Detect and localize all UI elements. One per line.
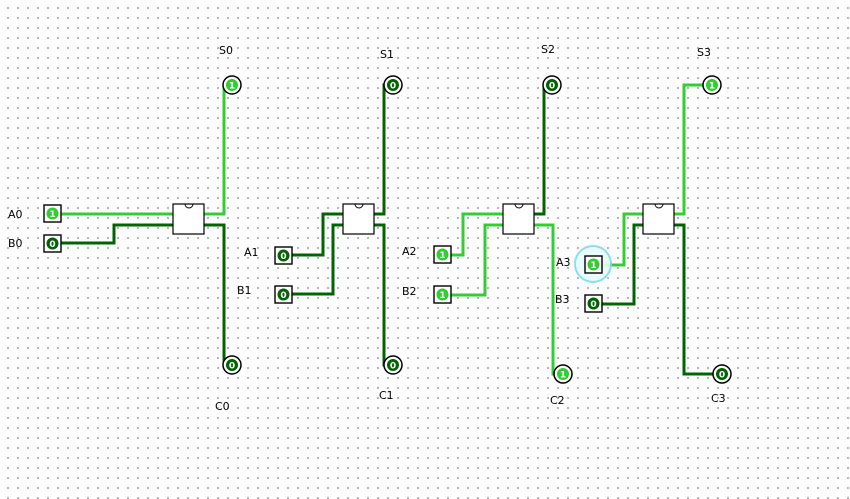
pin-label-b3: B3 [555,293,570,306]
pin-label-b0: B0 [8,237,23,250]
pin-value: 1 [49,210,55,220]
output-pin-c3[interactable]: 0 [712,364,732,384]
wire-s1[interactable] [374,83,393,216]
input-pin-a2[interactable]: 1 [433,245,452,264]
pin-label-c3: C3 [711,392,726,405]
pin-label-c1: C1 [379,389,394,402]
wire-b0[interactable] [61,223,173,245]
half-adder-gate-2[interactable] [502,203,535,235]
wire-c0[interactable] [204,223,232,367]
half-adder-gate-1[interactable] [342,203,375,235]
pin-value: 0 [49,240,55,250]
wire-b3[interactable] [602,223,643,306]
input-pin-a1[interactable]: 0 [274,246,293,265]
pin-value: 1 [709,82,715,92]
wire-c3[interactable] [674,223,722,376]
input-pin-b2[interactable]: 1 [433,285,452,304]
wire-s2[interactable] [534,83,552,216]
pin-label-s3: S3 [697,46,711,59]
stage-2: 1 A2 1 B2 0 S2 1 C2 [402,43,573,407]
stage-1: 0 A1 0 B1 0 S1 0 C1 [237,48,403,402]
output-pin-c0[interactable]: 0 [222,355,242,375]
input-pin-b1[interactable]: 0 [274,285,293,304]
output-pin-s3[interactable]: 1 [702,75,722,95]
pin-value: 0 [590,300,596,310]
stage-0: 1 A0 0 B0 1 S0 0 C0 [8,44,242,413]
pin-value: 1 [439,291,445,301]
wire-s3[interactable] [674,83,712,216]
pin-label-c0: C0 [215,400,230,413]
pin-value: 0 [390,362,396,372]
pin-label-s0: S0 [219,44,233,57]
pin-value: 1 [590,261,596,271]
input-pin-b0[interactable]: 0 [43,234,62,253]
pin-value: 1 [229,82,235,92]
wire-a2[interactable] [451,212,503,257]
half-adder-gate-0[interactable] [172,203,205,235]
output-pin-s1[interactable]: 0 [383,75,403,95]
pin-label-a3: A3 [556,256,571,269]
input-pin-a3[interactable]: 1 [584,255,603,274]
output-pin-c1[interactable]: 0 [383,355,403,375]
pin-value: 0 [229,362,235,372]
output-pin-c2[interactable]: 1 [553,364,573,384]
wire-b2[interactable] [451,223,503,297]
wire-c1[interactable] [374,223,393,367]
output-pin-s0[interactable]: 1 [222,75,242,95]
pin-label-a0: A0 [8,208,23,221]
pin-value: 0 [549,82,555,92]
pin-value: 0 [280,291,286,301]
output-pin-s2[interactable]: 0 [542,75,562,95]
wire-a3[interactable] [602,212,643,267]
pin-label-s2: S2 [541,43,555,56]
pin-label-b1: B1 [237,284,252,297]
wire-b1[interactable] [292,223,343,296]
input-pin-a0[interactable]: 1 [43,204,62,223]
pin-label-b2: B2 [402,285,417,298]
stage-3: 1 A3 0 B3 1 S3 0 C3 [555,46,732,405]
pin-value: 1 [560,371,566,381]
wire-a1[interactable] [292,212,343,257]
pin-value: 0 [390,82,396,92]
pin-value: 0 [719,371,725,381]
half-adder-gate-3[interactable] [642,203,675,235]
pin-label-a1: A1 [244,246,259,259]
pin-label-c2: C2 [550,394,565,407]
input-pin-b3[interactable]: 0 [584,294,603,313]
pin-label-a2: A2 [402,245,417,258]
pin-label-s1: S1 [380,48,394,61]
pin-value: 1 [439,251,445,261]
wire-s0[interactable] [204,83,232,216]
pin-value: 0 [280,252,286,262]
